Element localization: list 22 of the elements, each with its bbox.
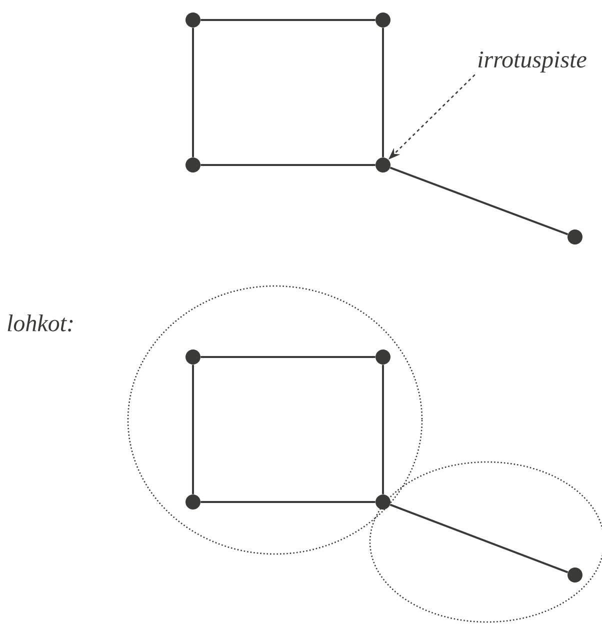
graph-edge (382, 364, 384, 494)
graph-edge (200, 164, 376, 166)
vertex-dot (376, 12, 390, 28)
graph-edge (382, 28, 384, 158)
graph-edge (200, 501, 376, 503)
node-label: irrotuspiste (478, 52, 586, 72)
graph-edge (390, 166, 568, 236)
vertex-dot (568, 568, 582, 582)
graph-edge (200, 356, 376, 358)
vertex-dot (376, 158, 390, 172)
vertex-dot (376, 494, 390, 510)
graph-edge (192, 28, 194, 158)
graph-edge (192, 364, 194, 494)
vertex-dot (186, 494, 200, 510)
graph-edge (390, 504, 568, 574)
graph-edge (200, 19, 376, 21)
vertex-dot (186, 350, 200, 364)
block-label: lohkot: (8, 314, 73, 332)
vertex-dot (568, 230, 582, 244)
vertex-dot (186, 12, 200, 28)
vertex-dot (376, 350, 390, 364)
vertex-dot (186, 158, 200, 172)
